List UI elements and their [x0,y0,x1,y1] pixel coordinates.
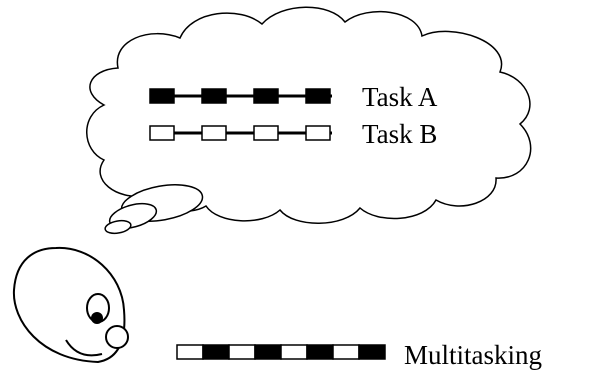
multitasking-segment [280,344,308,360]
task-a-block [201,88,227,104]
head-outline [12,246,126,364]
task-b-label: Task B [362,119,437,149]
task-a-block [253,88,279,104]
task-a-label: Task A [362,82,438,112]
task-b-block [149,125,175,141]
task-b-block [253,125,279,141]
multitasking-segment [176,344,204,360]
task-a-timeline [149,88,332,104]
task-b-block [305,125,331,141]
multitasking-segment [202,344,230,360]
pupil [91,312,103,324]
multitasking-bar [176,344,386,360]
multitasking-segment [306,344,334,360]
person-face [12,246,129,364]
multitasking-segment [358,344,386,360]
task-a-block [305,88,331,104]
task-a-block [149,88,175,104]
smile-mouth [65,339,103,357]
task-b-timeline [149,125,332,141]
multitasking-segment [254,344,282,360]
thought-bubble-small [104,219,132,235]
multitasking-segment [228,344,256,360]
multitasking-segment [332,344,360,360]
multitasking-label: Multitasking [404,340,542,370]
nose [105,325,129,349]
task-b-block [201,125,227,141]
